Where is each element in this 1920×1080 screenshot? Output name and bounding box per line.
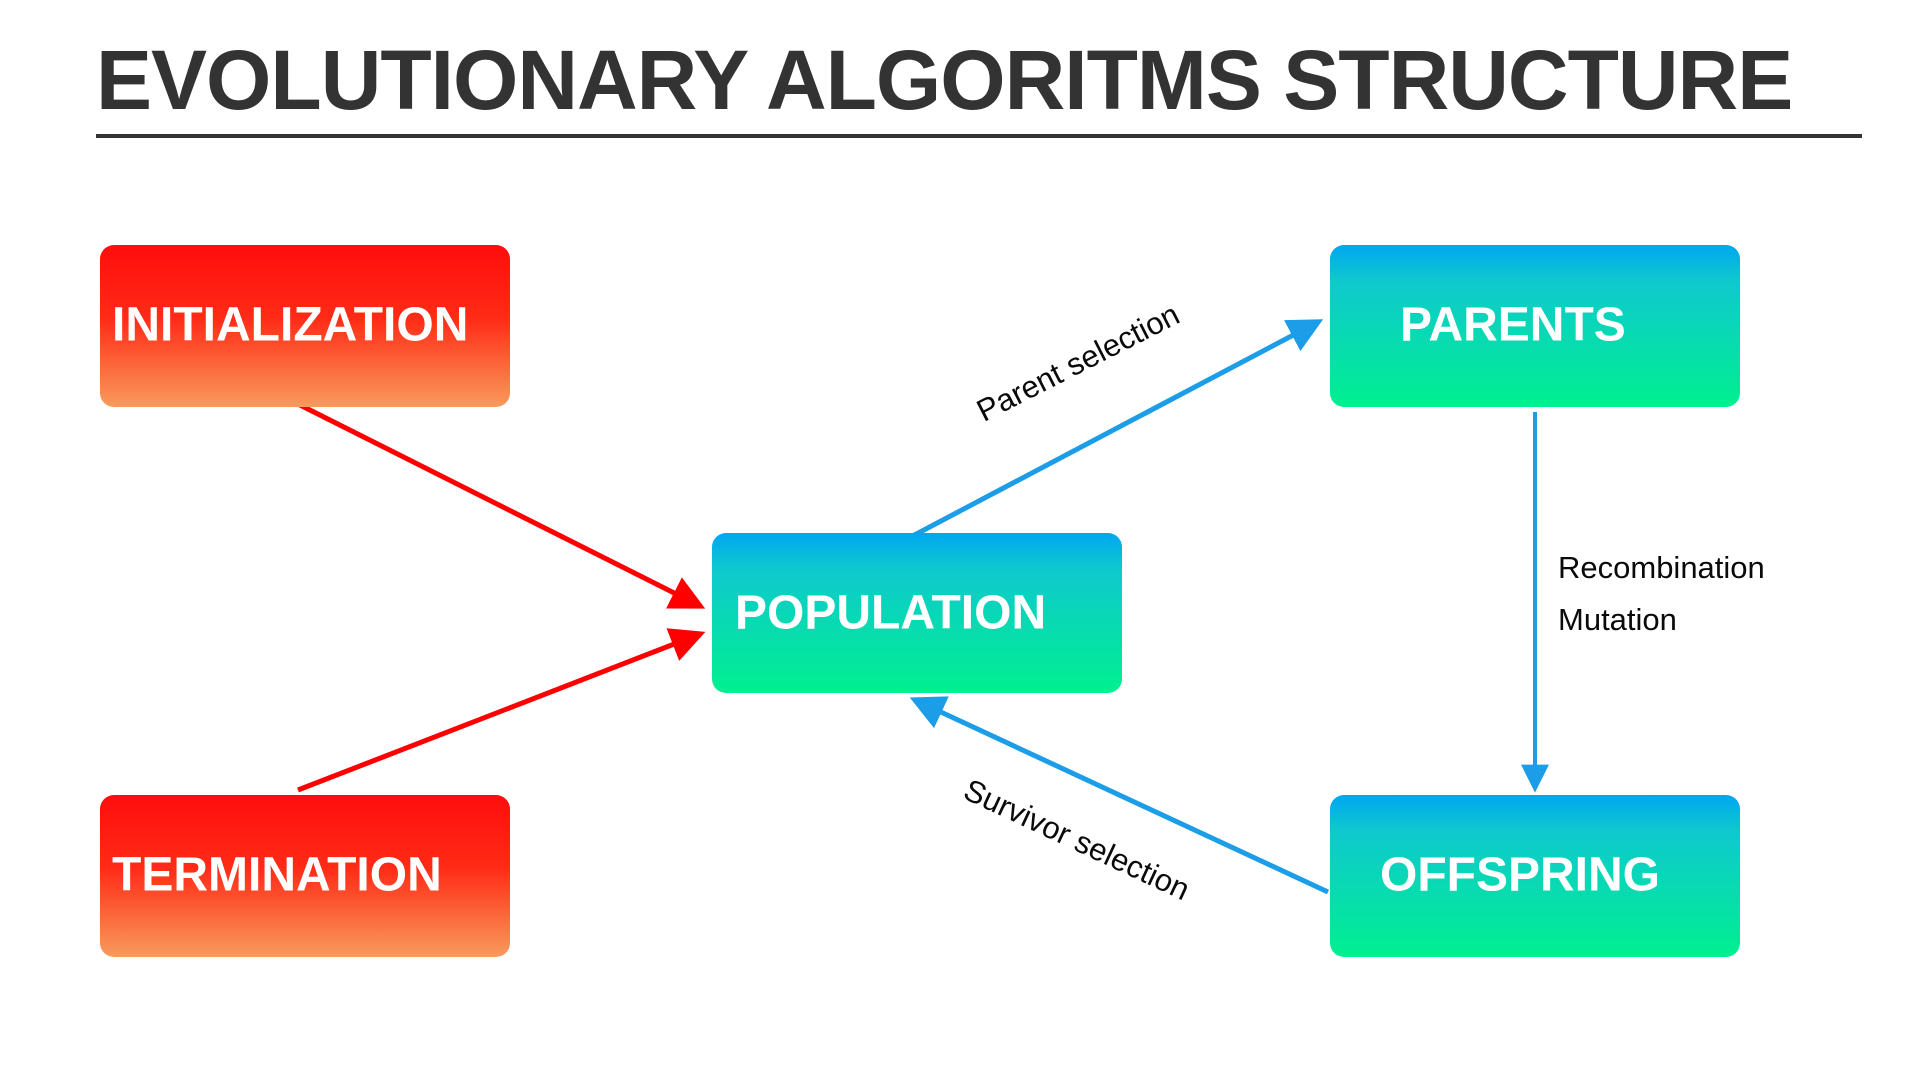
node-offspring-label: OFFSPRING bbox=[1380, 849, 1660, 902]
node-population-label: POPULATION bbox=[735, 587, 1046, 640]
title-underline-rule bbox=[96, 133, 1862, 138]
edge-offspring-to-population bbox=[909, 696, 1330, 895]
node-population-box[interactable] bbox=[712, 533, 1122, 693]
node-parents-label: PARENTS bbox=[1400, 299, 1626, 352]
edges-layer bbox=[288, 319, 1549, 895]
node-initialization-label: INITIALIZATION bbox=[112, 299, 468, 352]
node-termination-box[interactable] bbox=[100, 795, 510, 957]
node-initialization[interactable]: INITIALIZATION bbox=[100, 245, 510, 407]
node-offspring[interactable]: OFFSPRING bbox=[1330, 795, 1740, 957]
node-population[interactable]: POPULATION bbox=[712, 533, 1122, 693]
edge-label-mutation: Mutation bbox=[1558, 602, 1677, 637]
node-parents[interactable]: PARENTS bbox=[1330, 245, 1740, 407]
node-termination-label: TERMINATION bbox=[112, 849, 442, 902]
node-offspring-box[interactable] bbox=[1330, 795, 1740, 957]
edge-population-to-parents bbox=[903, 319, 1324, 543]
page-title-block: EVOLUTIONARY ALGORITMS STRUCTURE bbox=[96, 33, 1864, 138]
edge-initialization-to-population bbox=[288, 397, 706, 609]
edge-label-survivor-selection: Survivor selection bbox=[959, 772, 1196, 907]
edge-label-recombination: Recombination bbox=[1558, 550, 1765, 585]
page-title: EVOLUTIONARY ALGORITMS STRUCTURE bbox=[96, 33, 1793, 127]
edge-termination-to-population bbox=[297, 628, 706, 793]
node-parents-box[interactable] bbox=[1330, 245, 1740, 407]
node-termination[interactable]: TERMINATION bbox=[100, 795, 510, 957]
node-initialization-box[interactable] bbox=[100, 245, 510, 407]
